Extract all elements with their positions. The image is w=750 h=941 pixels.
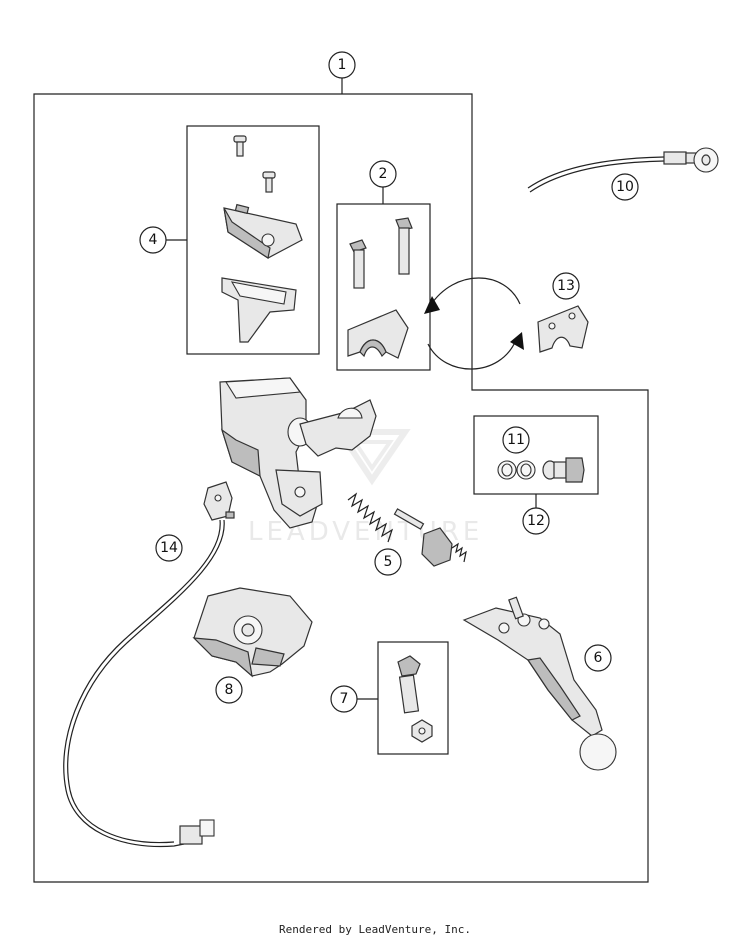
brake-lever bbox=[462, 596, 617, 771]
svg-text:1: 1 bbox=[338, 57, 347, 73]
swap-arrows bbox=[424, 277, 524, 370]
clamp-bolt-2 bbox=[395, 217, 413, 275]
svg-text:10: 10 bbox=[616, 179, 634, 195]
svg-text:12: 12 bbox=[527, 513, 545, 529]
reservoir-cap bbox=[223, 203, 303, 259]
svg-text:13: 13 bbox=[557, 278, 575, 294]
svg-text:6: 6 bbox=[594, 650, 603, 666]
assembly-outline bbox=[33, 93, 649, 883]
footer-credit: Rendered by LeadVenture, Inc. bbox=[278, 923, 472, 936]
switch-connector bbox=[179, 819, 215, 845]
callout-12: 12 bbox=[522, 507, 550, 535]
svg-text:14: 14 bbox=[160, 540, 178, 556]
callout-10: 10 bbox=[611, 173, 639, 201]
callout-2: 2 bbox=[369, 160, 397, 188]
brake-hose bbox=[527, 147, 719, 193]
pivot-bolt bbox=[397, 655, 421, 714]
piston-kit bbox=[347, 492, 467, 567]
master-cylinder-body bbox=[219, 377, 377, 529]
cover-screw-2 bbox=[262, 171, 276, 193]
lever-guard bbox=[192, 587, 313, 678]
cover-screw-1 bbox=[233, 135, 247, 157]
reservoir-diaphragm bbox=[221, 277, 297, 343]
callout-8: 8 bbox=[215, 676, 243, 704]
svg-text:2: 2 bbox=[379, 166, 388, 182]
svg-text:7: 7 bbox=[340, 691, 349, 707]
brake-light-switch bbox=[203, 481, 235, 521]
callout-11: 11 bbox=[502, 426, 530, 454]
callout-13: 13 bbox=[552, 272, 580, 300]
callout-5: 5 bbox=[374, 548, 402, 576]
watermark-logo bbox=[334, 429, 411, 486]
clamp-bolt-1 bbox=[349, 239, 367, 289]
svg-text:8: 8 bbox=[225, 682, 234, 698]
callout-1: 1 bbox=[328, 51, 356, 79]
alt-clamp bbox=[537, 305, 589, 353]
callout-4: 4 bbox=[139, 226, 167, 254]
svg-text:4: 4 bbox=[149, 232, 158, 248]
handlebar-clamp bbox=[347, 309, 409, 359]
switch-cable bbox=[63, 519, 221, 848]
callout-14: 14 bbox=[155, 534, 183, 562]
svg-text:5: 5 bbox=[384, 554, 393, 570]
callout-7: 7 bbox=[330, 685, 358, 713]
pivot-bolt-box bbox=[377, 641, 449, 755]
svg-text:11: 11 bbox=[507, 432, 525, 448]
callout-6: 6 bbox=[584, 644, 612, 672]
banjo-bolt bbox=[542, 457, 585, 483]
pivot-nut bbox=[411, 719, 433, 743]
